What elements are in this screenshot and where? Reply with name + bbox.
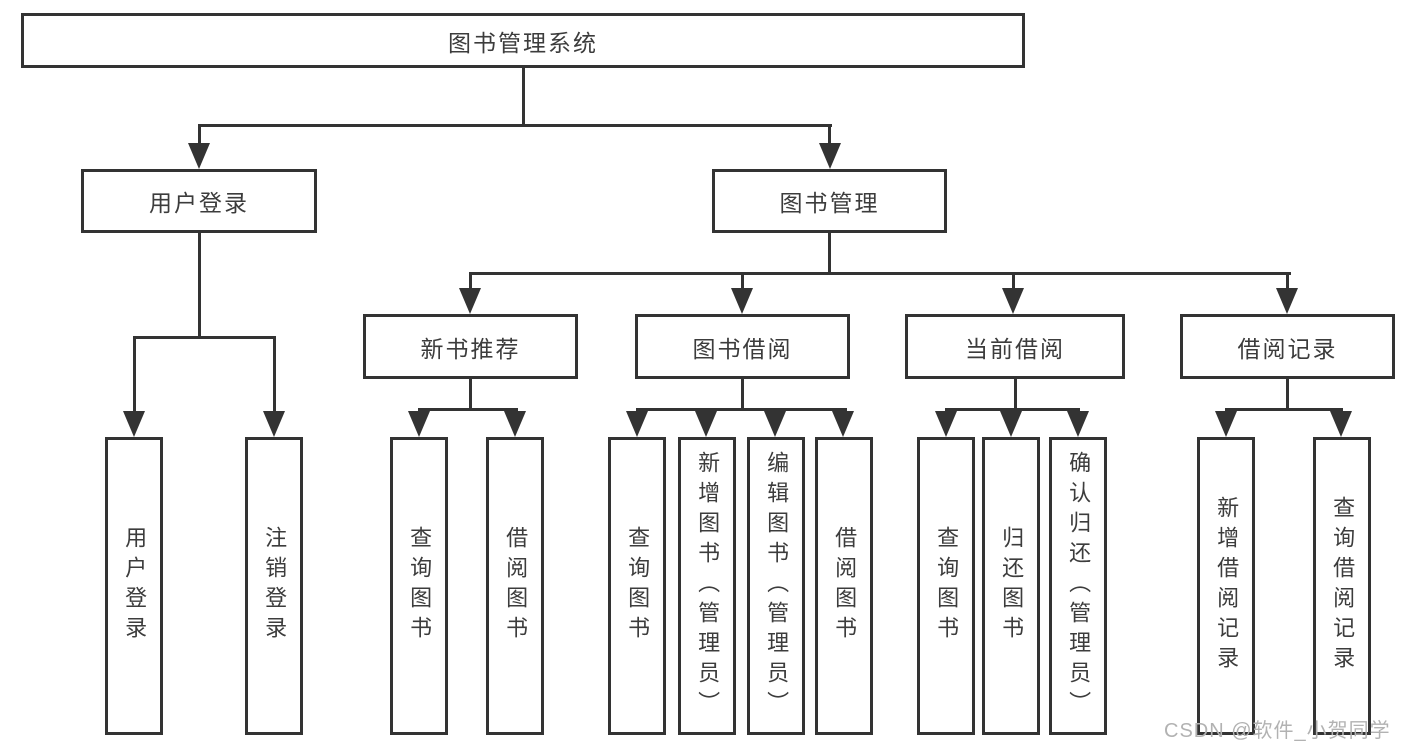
node-new-book-recommendation: 新书推荐	[363, 314, 578, 379]
leaf-label: 确认归还（管理员）	[1066, 451, 1092, 721]
arrow-down-icon	[1215, 411, 1237, 437]
arrow-down-icon	[626, 411, 648, 437]
node-label: 借阅记录	[1237, 335, 1338, 362]
leaf-label: 新增借阅记录	[1214, 496, 1240, 676]
arrow-down-icon	[832, 411, 854, 437]
leaf-query-books-borrowing: 查询图书	[608, 437, 666, 735]
node-current-borrowing: 当前借阅	[905, 314, 1125, 379]
leaf-label: 注销登录	[262, 526, 288, 646]
arrow-down-icon	[819, 143, 841, 169]
connector-line	[1225, 408, 1343, 411]
connector-line	[198, 233, 201, 339]
arrow-down-icon	[1276, 288, 1298, 314]
arrow-down-icon	[731, 288, 753, 314]
watermark: CSDN @软件_小贺同学	[1164, 720, 1391, 742]
leaf-borrow-books-borrowing: 借阅图书	[815, 437, 873, 735]
arrow-down-icon	[764, 411, 786, 437]
connector-line	[741, 379, 744, 411]
node-label: 图书管理系统	[448, 29, 598, 56]
connector-line	[133, 336, 276, 339]
leaf-label: 查询借阅记录	[1330, 496, 1356, 676]
connector-line	[636, 408, 847, 411]
leaf-query-books-newbooks: 查询图书	[390, 437, 448, 735]
leaf-label: 查询图书	[625, 526, 651, 646]
arrow-down-icon	[935, 411, 957, 437]
connector-line	[469, 272, 472, 298]
connector-line	[1286, 379, 1289, 411]
arrow-down-icon	[188, 143, 210, 169]
arrow-down-icon	[1067, 411, 1089, 437]
leaf-logout: 注销登录	[245, 437, 303, 735]
node-user-login: 用户登录	[81, 169, 317, 233]
connector-line	[828, 124, 831, 153]
node-label: 用户登录	[149, 190, 249, 216]
connector-line	[469, 272, 1291, 275]
leaf-edit-books-admin: 编辑图书（管理员）	[747, 437, 805, 735]
leaf-label: 归还图书	[999, 526, 1025, 646]
arrow-down-icon	[695, 411, 717, 437]
leaf-label: 新增图书（管理员）	[695, 451, 721, 721]
leaf-borrow-books-newbooks: 借阅图书	[486, 437, 544, 735]
leaf-query-books-current: 查询图书	[917, 437, 975, 735]
connector-line	[133, 336, 136, 421]
node-library-management-system: 图书管理系统	[21, 13, 1025, 68]
node-label: 新书推荐	[420, 335, 521, 362]
arrow-down-icon	[459, 288, 481, 314]
arrow-down-icon	[123, 411, 145, 437]
node-label: 图书管理	[779, 190, 880, 216]
leaf-label: 查询图书	[934, 526, 960, 646]
connector-line	[198, 124, 832, 127]
leaf-label: 编辑图书（管理员）	[764, 451, 790, 721]
arrow-down-icon	[1002, 288, 1024, 314]
leaf-return-books: 归还图书	[982, 437, 1040, 735]
leaf-user-login: 用户登录	[105, 437, 163, 735]
leaf-confirm-return-admin: 确认归还（管理员）	[1049, 437, 1107, 735]
node-label: 图书借阅	[692, 335, 793, 362]
arrow-down-icon	[1000, 411, 1022, 437]
connector-line	[1014, 379, 1017, 411]
connector-line	[828, 233, 831, 275]
leaf-label: 用户登录	[122, 526, 148, 646]
node-book-borrowing: 图书借阅	[635, 314, 850, 379]
node-borrowing-records: 借阅记录	[1180, 314, 1395, 379]
leaf-label: 查询图书	[407, 526, 433, 646]
connector-line	[741, 272, 744, 298]
leaf-label: 借阅图书	[503, 526, 529, 646]
connector-line	[418, 408, 518, 411]
leaf-query-borrow-record: 查询借阅记录	[1313, 437, 1371, 735]
connector-line	[1286, 272, 1289, 298]
connector-line	[273, 336, 276, 421]
arrow-down-icon	[504, 411, 526, 437]
arrow-down-icon	[1330, 411, 1352, 437]
node-label: 当前借阅	[965, 335, 1065, 362]
connector-line	[522, 68, 525, 127]
arrow-down-icon	[408, 411, 430, 437]
node-book-management: 图书管理	[712, 169, 947, 233]
connector-line	[1012, 272, 1015, 298]
leaf-add-books-admin: 新增图书（管理员）	[678, 437, 736, 735]
leaf-add-borrow-record: 新增借阅记录	[1197, 437, 1255, 735]
connector-line	[469, 379, 472, 411]
arrow-down-icon	[263, 411, 285, 437]
connector-line	[198, 124, 201, 153]
leaf-label: 借阅图书	[832, 526, 858, 646]
